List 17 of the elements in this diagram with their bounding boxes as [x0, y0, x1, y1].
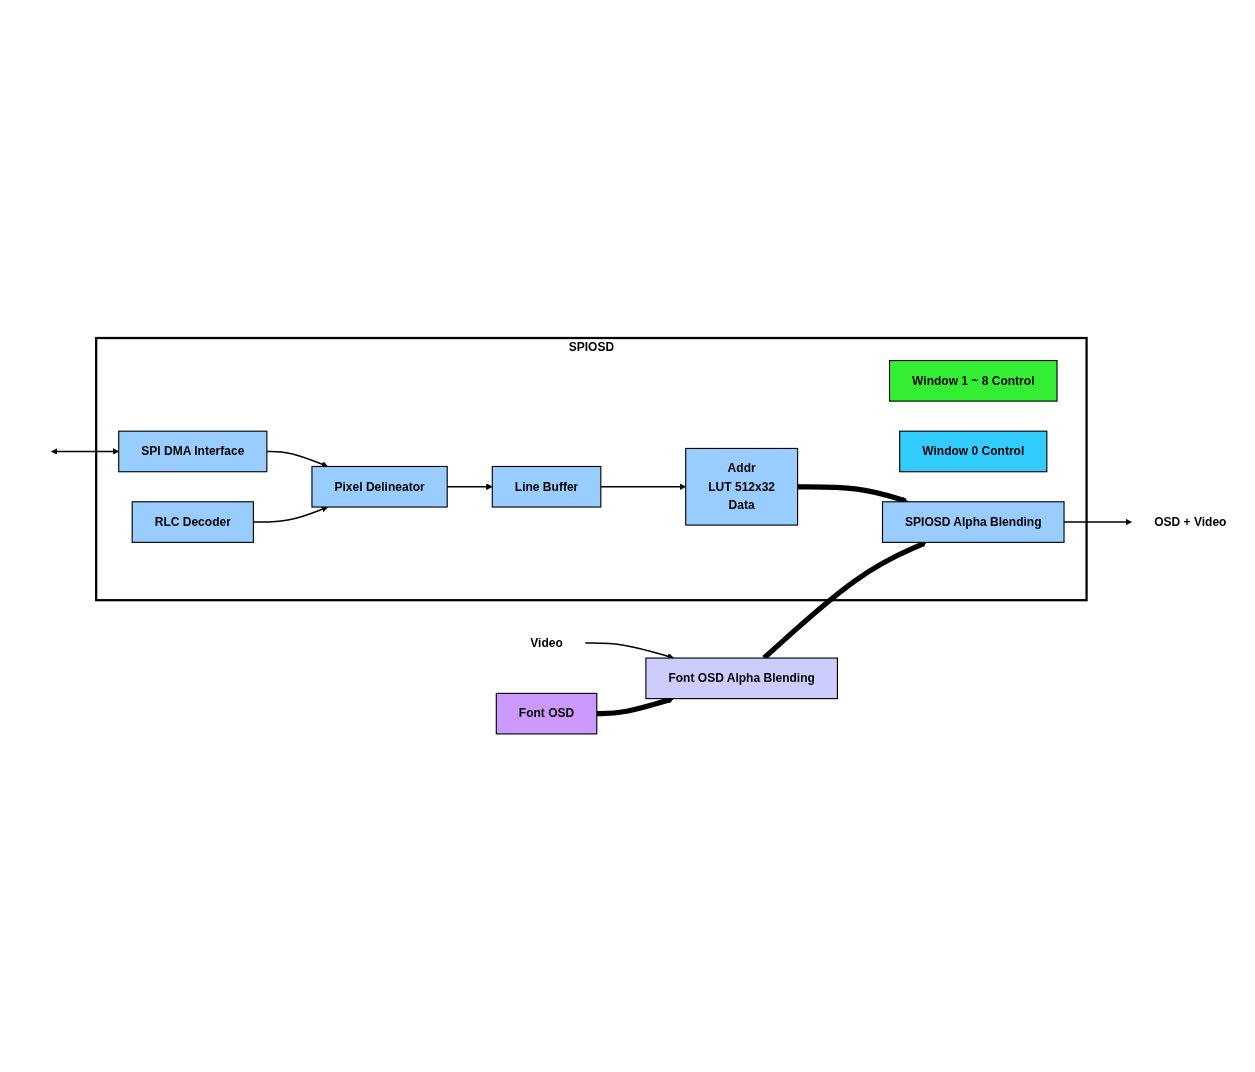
arrow	[584, 642, 674, 660]
arrow	[596, 697, 674, 717]
node-box: SPIOSD Alpha Blending	[881, 501, 1065, 543]
node-box: Window 0 Control	[899, 430, 1048, 473]
node-box: Addr LUT 512x32 Data	[685, 447, 799, 526]
node-box: Font OSD	[495, 692, 598, 735]
node-box: Font OSD Alpha Blending	[645, 657, 838, 700]
arrow	[51, 448, 119, 455]
node-text: Video	[530, 636, 563, 650]
node-box: RLC Decoder	[131, 501, 254, 543]
node-box: SPI DMA Interface	[118, 430, 268, 473]
node-box: Line Buffer	[491, 465, 602, 508]
arrow	[266, 450, 329, 468]
node-text: OSD + Video	[1154, 515, 1227, 529]
node-box: Window 1 ~ 8 Control	[888, 360, 1058, 402]
arrow	[600, 483, 686, 491]
node-box: Pixel Delineator	[311, 465, 448, 508]
